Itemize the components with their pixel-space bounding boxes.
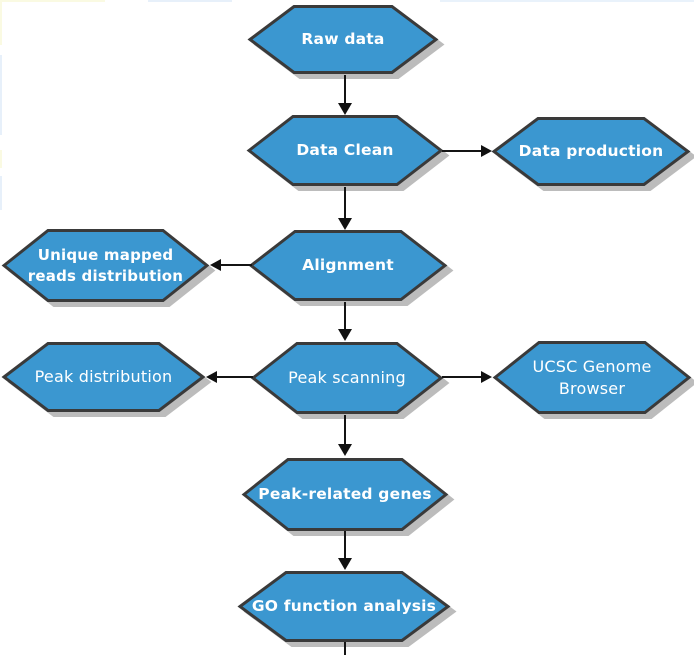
node-label-unique-mapped: Unique mapped reads distribution — [27, 246, 184, 285]
arrowhead-down-icon — [338, 444, 352, 456]
edge-artifact — [0, 176, 2, 210]
node-label-ucsc: UCSC Genome Browser — [532, 356, 652, 398]
arrowhead-left-icon — [210, 259, 221, 271]
hexagon-shape — [491, 117, 691, 186]
node-label-alignment: Alignment — [302, 256, 394, 275]
node-go-function-analysis: GO function analysis — [237, 570, 451, 643]
edge-peak-scanning-to-ucsc — [442, 376, 482, 378]
edge-go-function-continues — [344, 642, 346, 655]
edge-data-clean-to-data-production — [442, 150, 482, 152]
node-label-raw-data: Raw data — [301, 30, 385, 49]
edge-artifact — [0, 0, 2, 45]
node-label-peak-related-genes: Peak-related genes — [258, 485, 432, 504]
arrowhead-down-icon — [338, 558, 352, 570]
edge-alignment-to-peak-scanning — [344, 302, 346, 330]
node-label-data-production: Data production — [518, 142, 664, 161]
node-label-go-function-analysis: GO function analysis — [251, 597, 437, 616]
edge-peak-scanning-to-peak-related-genes — [344, 415, 346, 445]
hexagon-shape — [1, 229, 210, 302]
node-unique-mapped-reads-distribution: Unique mapped reads distribution — [1, 228, 210, 303]
hexagon-shape — [250, 342, 444, 414]
node-peak-scanning: Peak scanning — [250, 341, 444, 415]
edge-artifact — [0, 55, 2, 135]
edge-raw-data-to-data-clean — [344, 75, 346, 104]
node-peak-related-genes: Peak-related genes — [241, 457, 449, 532]
hexagon-shape — [241, 458, 449, 531]
node-data-clean: Data Clean — [246, 114, 444, 187]
edge-data-clean-to-alignment — [344, 187, 346, 219]
arrowhead-left-icon — [206, 371, 217, 383]
edge-artifact — [440, 0, 694, 2]
hexagon-shape — [492, 341, 692, 414]
edge-artifact — [148, 0, 232, 2]
hexagon-shape — [247, 5, 439, 74]
arrowhead-down-icon — [338, 103, 352, 115]
arrowhead-down-icon — [338, 329, 352, 341]
edge-artifact — [0, 0, 105, 2]
edge-peak-scanning-to-peak-distribution — [216, 376, 253, 378]
node-label-data-clean: Data Clean — [296, 141, 394, 160]
hexagon-shape — [248, 230, 448, 301]
hexagon-shape — [246, 115, 444, 186]
node-peak-distribution: Peak distribution — [1, 341, 206, 413]
node-ucsc-genome-browser: UCSC Genome Browser — [492, 340, 692, 415]
edge-artifact — [0, 150, 2, 168]
node-data-production: Data production — [491, 116, 691, 187]
node-label-peak-distribution: Peak distribution — [34, 367, 173, 387]
arrowhead-right-icon — [481, 145, 492, 157]
arrowhead-right-icon — [481, 371, 492, 383]
hexagon-shape — [237, 571, 451, 642]
node-raw-data: Raw data — [247, 4, 439, 75]
node-label-peak-scanning: Peak scanning — [288, 368, 406, 388]
arrowhead-down-icon — [338, 218, 352, 230]
hexagon-shape — [1, 342, 206, 412]
edge-peak-related-genes-to-go-function — [344, 531, 346, 559]
node-alignment: Alignment — [248, 229, 448, 302]
edge-alignment-to-unique-mapped — [220, 264, 252, 266]
